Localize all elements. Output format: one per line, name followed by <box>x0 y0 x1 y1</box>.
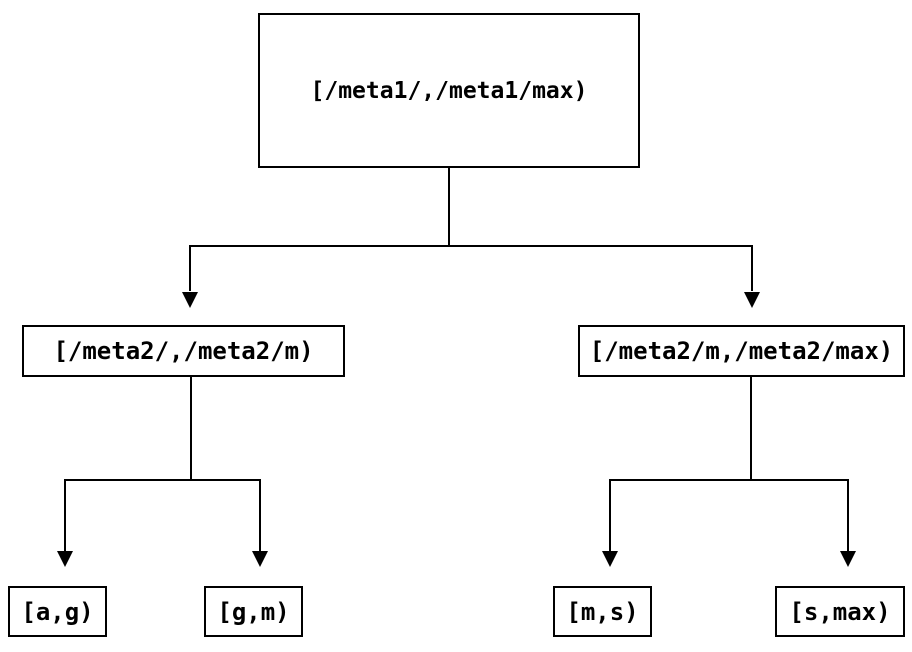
edge-right-subtree-left-drop <box>609 479 611 551</box>
tree-leaf-g-m: [g,m) <box>204 586 303 637</box>
edge-root-rail <box>189 245 753 247</box>
tree-leaf-s-max-label: [s,max) <box>789 597 891 626</box>
edge-right-subtree-rail <box>609 479 849 481</box>
tree-node-root-label: [/meta1/,/meta1/max) <box>310 77 588 104</box>
edge-root-right-drop <box>751 245 753 291</box>
arrowhead-down-icon <box>252 551 268 567</box>
arrowhead-down-icon <box>840 551 856 567</box>
tree-leaf-a-g-label: [a,g) <box>21 597 94 626</box>
tree-node-meta2-left: [/meta2/,/meta2/m) <box>22 325 345 377</box>
arrowhead-down-icon <box>744 292 760 308</box>
tree-leaf-a-g: [a,g) <box>8 586 107 637</box>
tree-node-root: [/meta1/,/meta1/max) <box>258 13 640 168</box>
edge-left-subtree-stem <box>190 377 192 481</box>
edge-right-subtree-stem <box>750 377 752 481</box>
tree-leaf-s-max: [s,max) <box>775 586 905 637</box>
arrowhead-down-icon <box>57 551 73 567</box>
edge-left-subtree-left-drop <box>64 479 66 551</box>
edge-left-subtree-right-drop <box>259 479 261 551</box>
arrowhead-down-icon <box>602 551 618 567</box>
tree-node-meta2-left-label: [/meta2/,/meta2/m) <box>53 337 314 365</box>
edge-root-left-drop <box>189 245 191 291</box>
tree-leaf-m-s-label: [m,s) <box>566 597 639 626</box>
edge-left-subtree-rail <box>64 479 261 481</box>
edge-root-stem <box>448 168 450 247</box>
arrowhead-down-icon <box>182 292 198 308</box>
tree-leaf-m-s: [m,s) <box>553 586 652 637</box>
tree-node-meta2-right: [/meta2/m,/meta2/max) <box>578 325 905 377</box>
tree-node-meta2-right-label: [/meta2/m,/meta2/max) <box>589 337 894 365</box>
edge-right-subtree-right-drop <box>847 479 849 551</box>
tree-leaf-g-m-label: [g,m) <box>217 597 290 626</box>
